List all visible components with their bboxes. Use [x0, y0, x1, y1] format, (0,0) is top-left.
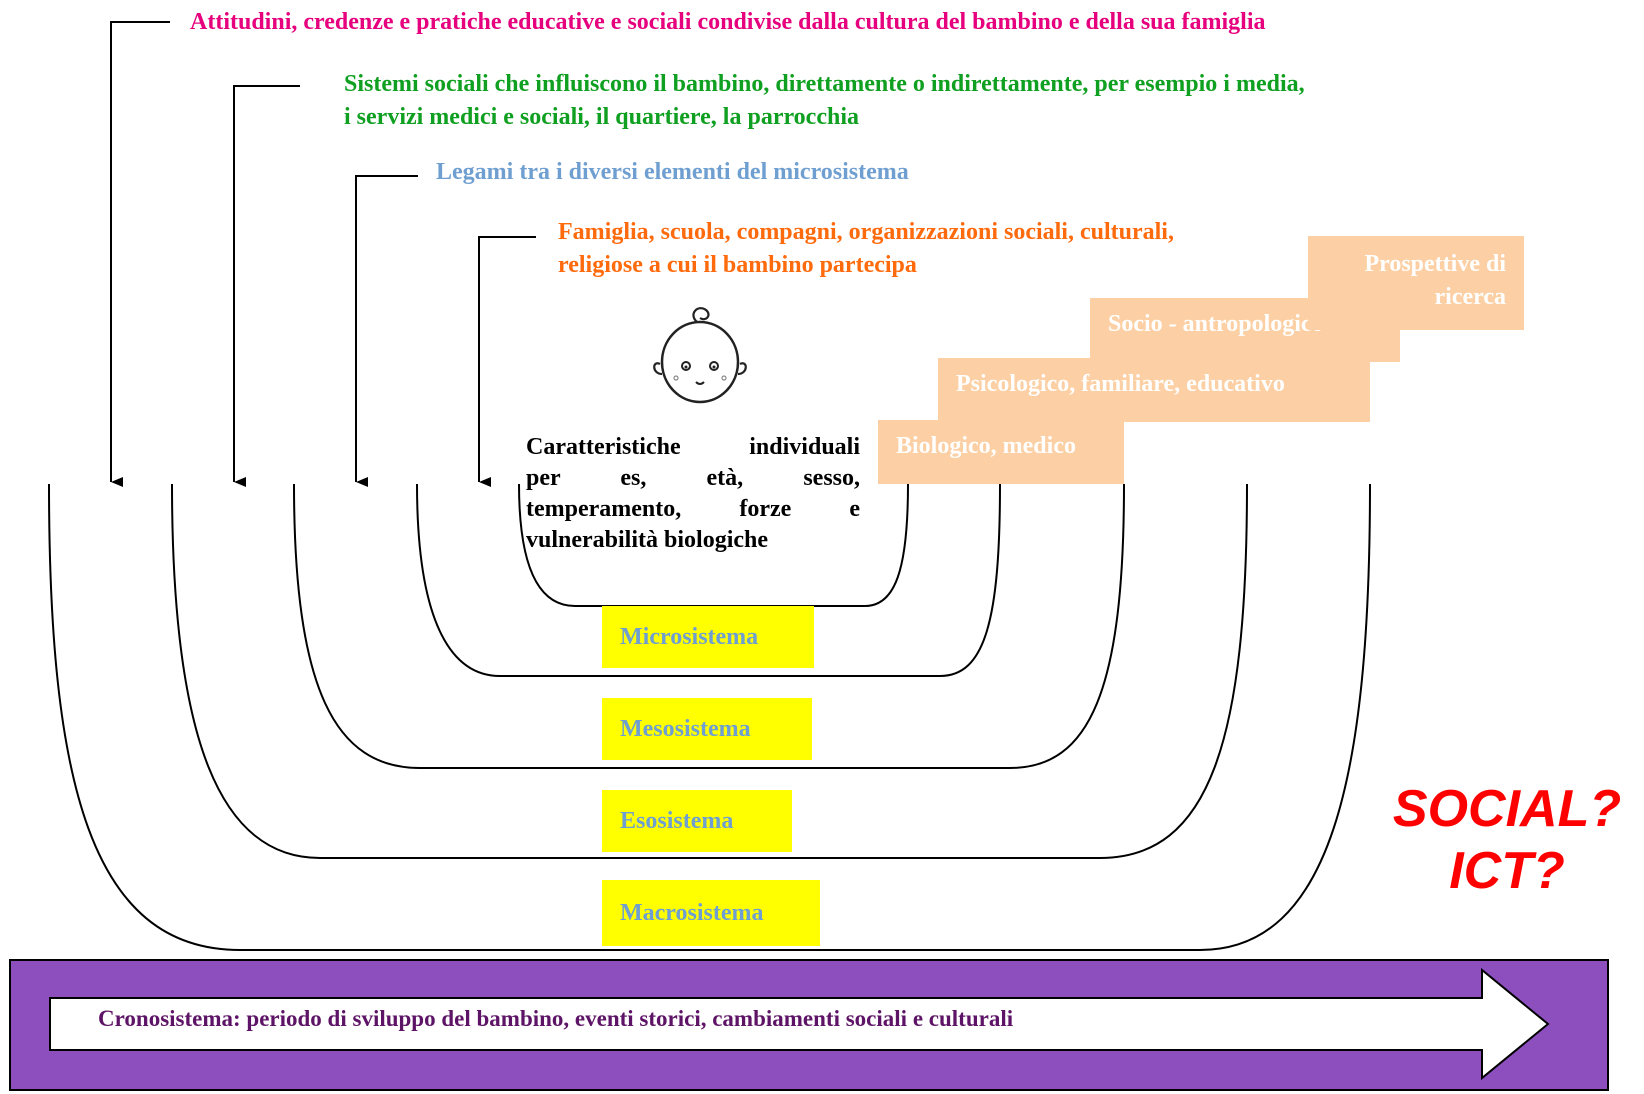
exosystem-boundary — [171, 483, 1248, 859]
chronosystem-arrow — [49, 967, 1550, 1081]
microsystem-description-line1: Famiglia, scuola, compagni, organizzazio… — [558, 219, 1174, 245]
meso-connector — [355, 175, 418, 487]
microsystem-description-line2: religiose a cui il bambino partecipa — [558, 252, 917, 278]
mesosystem-label: Mesosistema — [602, 698, 812, 760]
mesosystem-label-text: Mesosistema — [620, 715, 751, 742]
question-line2: ICT? — [1449, 842, 1565, 900]
mesosystem-description: Legami tra i diversi elementi del micros… — [436, 159, 909, 185]
microsystem-description: Famiglia, scuola, compagni, organizzazio… — [558, 216, 1174, 282]
perspective-research-header: Prospettive di ricerca — [1308, 236, 1524, 330]
question-line1: SOCIAL? — [1392, 780, 1622, 838]
microsystem-label: Microsistema — [602, 606, 814, 668]
micro-connector — [478, 236, 536, 487]
baby-face-icon — [653, 307, 747, 404]
social-ict-question: SOCIAL? ICT? — [1370, 778, 1644, 902]
perspective-psicologico: Psicologico, familiare, educativo — [938, 358, 1370, 422]
eso-connector — [233, 85, 300, 487]
macrosystem-boundary — [48, 483, 1371, 951]
exosystem-description-line2: i servizi medici e sociali, il quartiere… — [344, 104, 860, 130]
perspective-research-line2: ricerca — [1434, 284, 1507, 310]
perspective-biologico-label: Biologico, medico — [896, 433, 1076, 459]
exosystem-description-line1: Sistemi sociali che influiscono il bambi… — [344, 71, 1305, 97]
macrosystem-description: Attitudini, credenze e pratiche educativ… — [190, 9, 1266, 35]
mesosystem-boundary — [293, 483, 1125, 769]
individual-line3: temperamento, forze e — [526, 496, 860, 522]
chronosystem-text: Cronosistema: periodo di sviluppo del ba… — [98, 1006, 1014, 1031]
exosystem-description: Sistemi sociali che influiscono il bambi… — [344, 68, 1305, 134]
macrosystem-label-text: Macrosistema — [620, 899, 764, 926]
perspective-research-line1: Prospettive di — [1364, 251, 1506, 277]
individual-line2: per es, età, sesso, — [526, 465, 860, 491]
microsystem-label-text: Microsistema — [620, 623, 759, 650]
exosystem-label: Esosistema — [602, 790, 792, 852]
microsystem-boundary — [416, 483, 1001, 677]
perspective-psicologico-label: Psicologico, familiare, educativo — [956, 371, 1285, 397]
macrosystem-label: Macrosistema — [602, 880, 820, 946]
individual-line4: vulnerabilità biologiche — [526, 527, 769, 553]
individual-characteristics: Caratteristiche individuali per es, età,… — [526, 432, 860, 556]
perspective-socio-label: Socio - antropologico — [1108, 311, 1324, 337]
exosystem-label-text: Esosistema — [620, 807, 734, 834]
individual-line1: Caratteristiche individuali — [526, 434, 860, 460]
macro-connector — [110, 21, 170, 487]
perspective-biologico: Biologico, medico — [878, 420, 1124, 484]
